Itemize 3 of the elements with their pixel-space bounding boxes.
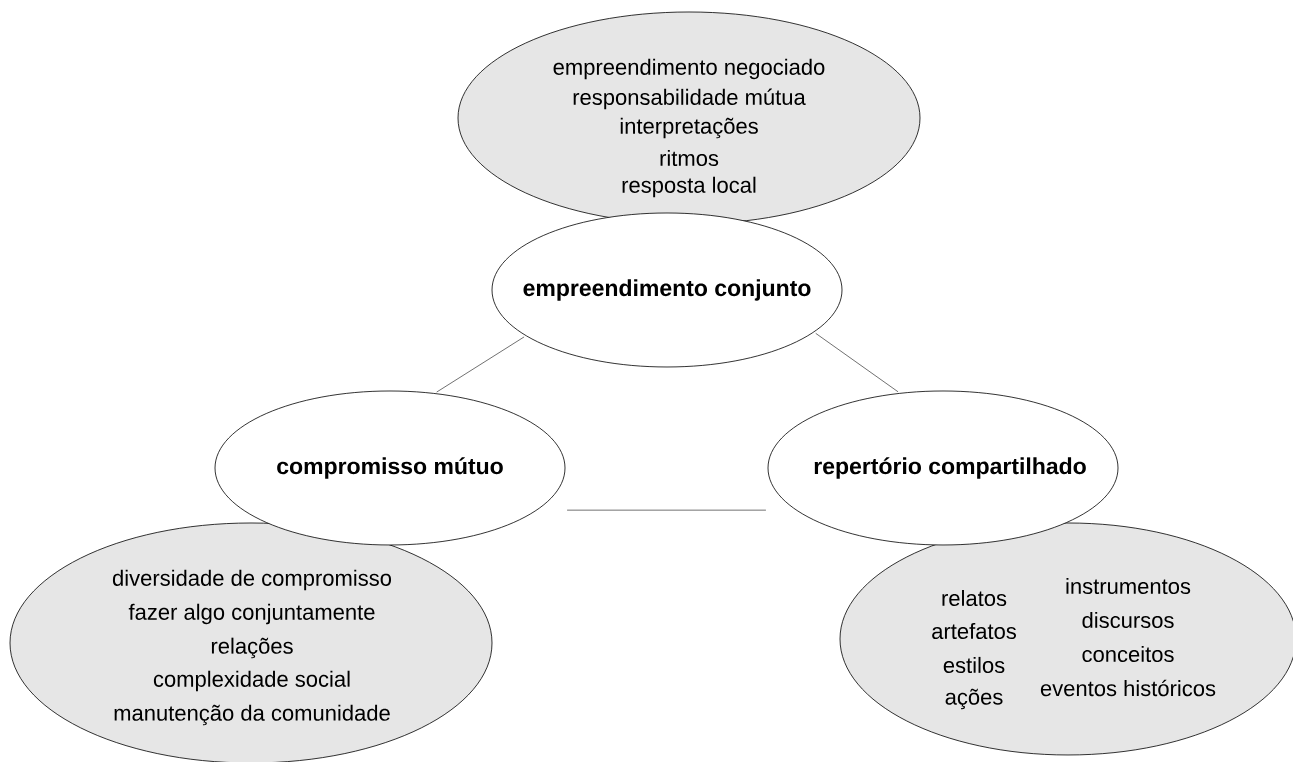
connector-line <box>566 509 767 511</box>
connector-line <box>815 332 899 393</box>
connector-line <box>436 336 525 393</box>
